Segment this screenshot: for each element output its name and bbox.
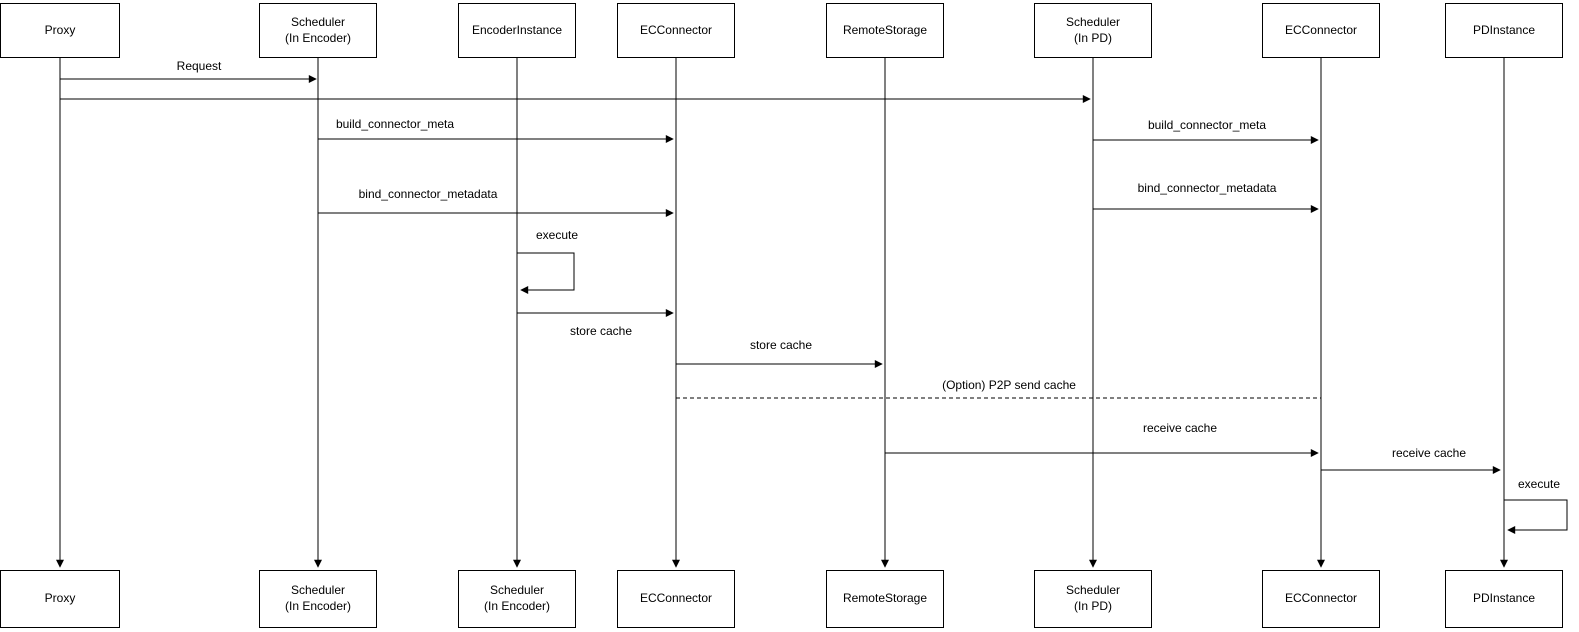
actor-label: EncoderInstance (471, 22, 563, 37)
actor-label: Scheduler (In PD) (1065, 14, 1121, 45)
actor-label: Scheduler (In Encoder) (284, 14, 352, 45)
actor-label: Scheduler (In Encoder) (284, 583, 352, 613)
self-loop-execute-pd (1504, 499, 1568, 534)
actor-label: PDInstance (1472, 591, 1536, 606)
self-loop-execute-encoder (517, 252, 575, 294)
actor-top-encoderinstance: EncoderInstance (458, 3, 576, 58)
message-label-bind-connector-metadata-2: bind_connector_metadata (1137, 181, 1277, 195)
message-label-execute-pd: execute (1518, 477, 1561, 491)
message-label-store-cache-1: store cache (569, 324, 633, 338)
actor-label: PDInstance (1472, 22, 1536, 37)
message-label-store-cache-2: store cache (749, 338, 813, 352)
actor-top-ecconnector-1: ECConnector (617, 3, 735, 58)
actor-top-ecconnector-2: ECConnector (1262, 3, 1380, 58)
actor-bottom-ecconnector-2: ECConnector (1262, 570, 1380, 628)
actor-bottom-scheduler-encoder-2: Scheduler (In Encoder) (458, 570, 576, 628)
actor-label: ECConnector (1284, 591, 1358, 606)
actor-top-scheduler-encoder: Scheduler (In Encoder) (259, 3, 377, 58)
actor-bottom-scheduler-pd: Scheduler (In PD) (1034, 570, 1152, 628)
message-label-receive-cache-2: receive cache (1391, 446, 1467, 460)
message-label-build-connector-meta-2: build_connector_meta (1147, 118, 1267, 132)
actor-label: RemoteStorage (842, 591, 928, 606)
actor-bottom-ecconnector-1: ECConnector (617, 570, 735, 628)
actor-label: ECConnector (639, 22, 713, 37)
actor-top-scheduler-pd: Scheduler (In PD) (1034, 3, 1152, 58)
actor-label: RemoteStorage (842, 22, 928, 37)
actor-top-remotestorage: RemoteStorage (826, 3, 944, 58)
actor-label: ECConnector (639, 591, 713, 606)
actor-label: Proxy (44, 22, 76, 37)
actor-top-proxy: Proxy (0, 3, 120, 58)
actor-bottom-pdinstance: PDInstance (1445, 570, 1563, 628)
message-label-execute-encoder: execute (536, 228, 579, 242)
actor-bottom-scheduler-encoder-1: Scheduler (In Encoder) (259, 570, 377, 628)
actor-bottom-proxy: Proxy (0, 570, 120, 628)
actor-label: Scheduler (In Encoder) (483, 583, 551, 613)
actor-top-pdinstance: PDInstance (1445, 3, 1563, 58)
message-label-receive-cache-1: receive cache (1142, 421, 1218, 435)
message-label-build-connector-meta-1: build_connector_meta (335, 117, 455, 131)
actor-label: Scheduler (In PD) (1065, 583, 1121, 613)
actor-label: Proxy (44, 591, 76, 606)
actor-bottom-remotestorage: RemoteStorage (826, 570, 944, 628)
message-label-request: Request (176, 59, 222, 73)
actor-label: ECConnector (1284, 22, 1358, 37)
message-label-bind-connector-metadata-1: bind_connector_metadata (358, 187, 498, 201)
message-label-p2p-send-cache: (Option) P2P send cache (942, 378, 1076, 392)
